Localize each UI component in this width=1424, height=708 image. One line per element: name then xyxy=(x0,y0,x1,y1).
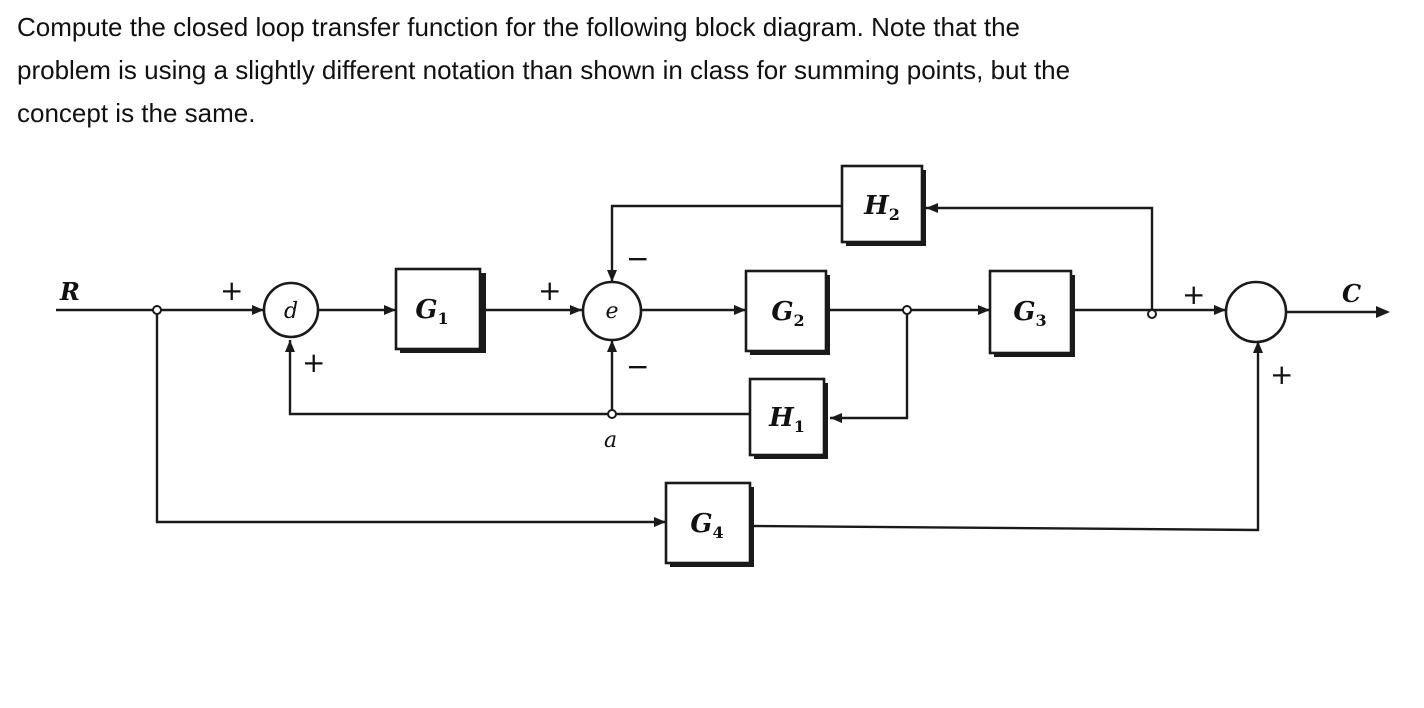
arrow-into-g2 xyxy=(734,305,746,315)
arrow-into-g4 xyxy=(654,517,666,527)
svg-text:H1: H1 xyxy=(768,403,805,436)
arrow-into-e-top xyxy=(607,270,617,282)
block-g2-sub: 2 xyxy=(794,311,805,330)
wire-r-to-g4 xyxy=(155,310,666,524)
block-g2-letter: G xyxy=(771,297,793,327)
svg-text:G3: G3 xyxy=(1013,297,1046,330)
block-g4-letter: G xyxy=(690,509,712,539)
block-h2: H2 xyxy=(840,164,926,246)
sign-e-bottom: − xyxy=(626,350,649,383)
sum-junction-d: d xyxy=(262,281,320,339)
wire-h1-feedback-out xyxy=(288,340,750,416)
problem-line-2: problem is using a slightly different no… xyxy=(17,55,1071,85)
arrow-into-h1 xyxy=(830,413,842,423)
block-g3-letter: G xyxy=(1013,297,1035,327)
block-g2: G2 xyxy=(744,269,830,355)
svg-text:H2: H2 xyxy=(863,191,900,224)
arrow-into-e-bottom xyxy=(607,340,617,352)
arrow-into-g1 xyxy=(384,305,396,315)
pickoff-a xyxy=(607,409,617,419)
problem-statement: Compute the closed loop transfer functio… xyxy=(17,6,1397,135)
arrow-output-c xyxy=(1376,306,1390,318)
sum-junction-output xyxy=(1224,280,1288,344)
pickoff-g3-out xyxy=(1147,309,1157,319)
block-h2-letter: H xyxy=(863,191,890,221)
wire-h2-feedback-in xyxy=(926,206,1154,310)
arrow-into-g3 xyxy=(978,305,990,315)
sign-e-left: + xyxy=(538,274,561,307)
sign-out-bottom: + xyxy=(1270,358,1293,391)
block-g1-sub: 1 xyxy=(438,309,449,328)
svg-text:G2: G2 xyxy=(771,297,804,330)
block-h2-sub: 2 xyxy=(889,205,900,224)
block-h1-letter: H xyxy=(768,403,795,433)
block-g1-letter: G xyxy=(415,295,437,325)
arrow-into-d-left xyxy=(252,305,264,315)
arrowheads xyxy=(252,203,1390,527)
sum-d-label: d xyxy=(284,299,298,324)
sign-out-left: + xyxy=(1182,278,1205,311)
block-g3: G3 xyxy=(988,269,1075,357)
signal-wires xyxy=(56,204,1378,532)
pickoff-points xyxy=(152,305,1157,419)
arrow-into-d-bottom xyxy=(285,340,295,352)
sign-d-bottom: + xyxy=(302,346,325,379)
arrow-into-h2 xyxy=(926,203,938,213)
pickoff-g2-out xyxy=(902,305,912,315)
block-g3-sub: 3 xyxy=(1036,311,1047,330)
block-g4-sub: 4 xyxy=(713,523,724,542)
wire-h2-feedback-out xyxy=(610,204,842,282)
problem-line-3: concept is the same. xyxy=(17,98,256,128)
sign-e-top: − xyxy=(626,242,649,275)
problem-line-1: Compute the closed loop transfer functio… xyxy=(17,12,1021,42)
arrow-into-out-bottom xyxy=(1253,341,1263,353)
arrow-into-out-left xyxy=(1214,305,1226,315)
block-g4: G4 xyxy=(664,481,754,567)
svg-text:G4: G4 xyxy=(690,509,723,542)
wire-h1-feedback-in xyxy=(830,310,909,420)
sum-e-label: e xyxy=(605,299,618,324)
block-h1: H1 xyxy=(748,377,828,459)
pickoff-r xyxy=(152,305,162,315)
output-label-c: C xyxy=(1342,279,1361,308)
sign-d-left: + xyxy=(220,274,243,307)
node-a-label: a xyxy=(604,428,617,453)
input-label-r: R xyxy=(59,277,80,306)
block-g1: G1 xyxy=(394,267,486,353)
svg-text:G1: G1 xyxy=(415,295,448,328)
arrow-into-e-left xyxy=(570,305,582,315)
wire-g4-to-out xyxy=(751,341,1260,532)
sum-junction-e: e xyxy=(581,280,643,342)
block-h1-sub: 1 xyxy=(794,417,805,436)
